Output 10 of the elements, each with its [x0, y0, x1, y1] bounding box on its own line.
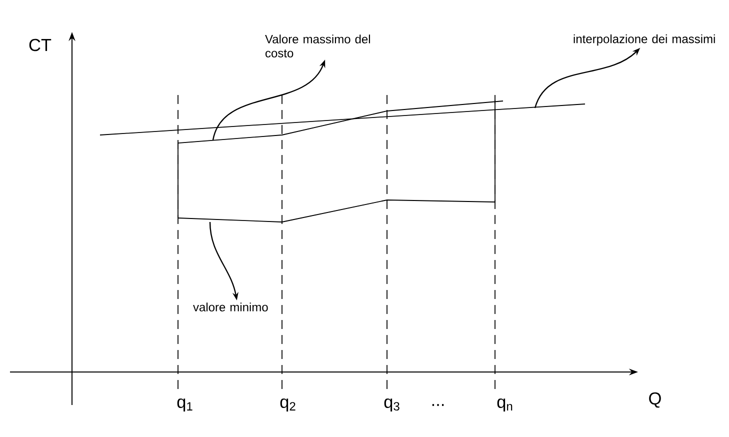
annotation-text: Valore massimo del costo: [265, 34, 370, 58]
annotation-text: interpolazione dei massimi: [574, 34, 715, 46]
tick-label: q$_{1}$: [177, 398, 192, 412]
tick-label: q$_{n}$: [497, 398, 512, 412]
axis-label: CT: [29, 38, 52, 52]
tick-label: q$_{2}$: [280, 398, 296, 412]
axis-label: Q: [649, 392, 661, 408]
tick-label: q$_{3}$: [384, 398, 400, 412]
tick-label: ...: [432, 404, 444, 406]
annotation-text: valore minimo: [193, 302, 268, 312]
